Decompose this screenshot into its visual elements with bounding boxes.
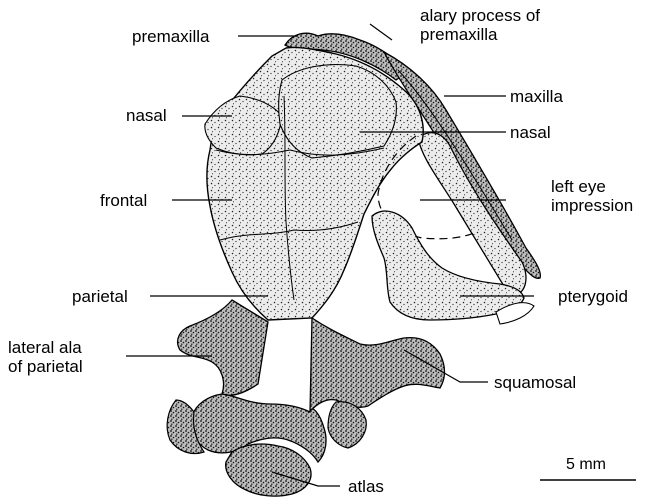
squamosal-bone — [310, 318, 445, 412]
label-lateral-ala-of-parietal: lateral ala of parietal — [8, 338, 83, 376]
right-posterior-lobe — [328, 402, 366, 448]
nasal-right-bone — [279, 65, 397, 158]
label-parietal: parietal — [72, 287, 128, 306]
atlas-bone — [226, 444, 311, 496]
label-pterygoid: pterygoid — [558, 287, 628, 306]
label-squamosal: squamosal — [494, 373, 576, 392]
label-nasal-left: nasal — [126, 106, 167, 125]
lateral-ala-bone — [178, 300, 268, 395]
label-nasal-right: nasal — [510, 123, 551, 142]
label-frontal: frontal — [100, 191, 147, 210]
label-premaxilla: premaxilla — [132, 27, 209, 46]
label-left-eye-impression: left eye impression — [551, 177, 633, 215]
label-alary-process: alary process of premaxilla — [420, 6, 540, 44]
scale-bar-label: 5 mm — [566, 455, 606, 474]
label-atlas: atlas — [348, 477, 384, 496]
leader-alary — [370, 24, 392, 40]
label-maxilla: maxilla — [510, 87, 563, 106]
